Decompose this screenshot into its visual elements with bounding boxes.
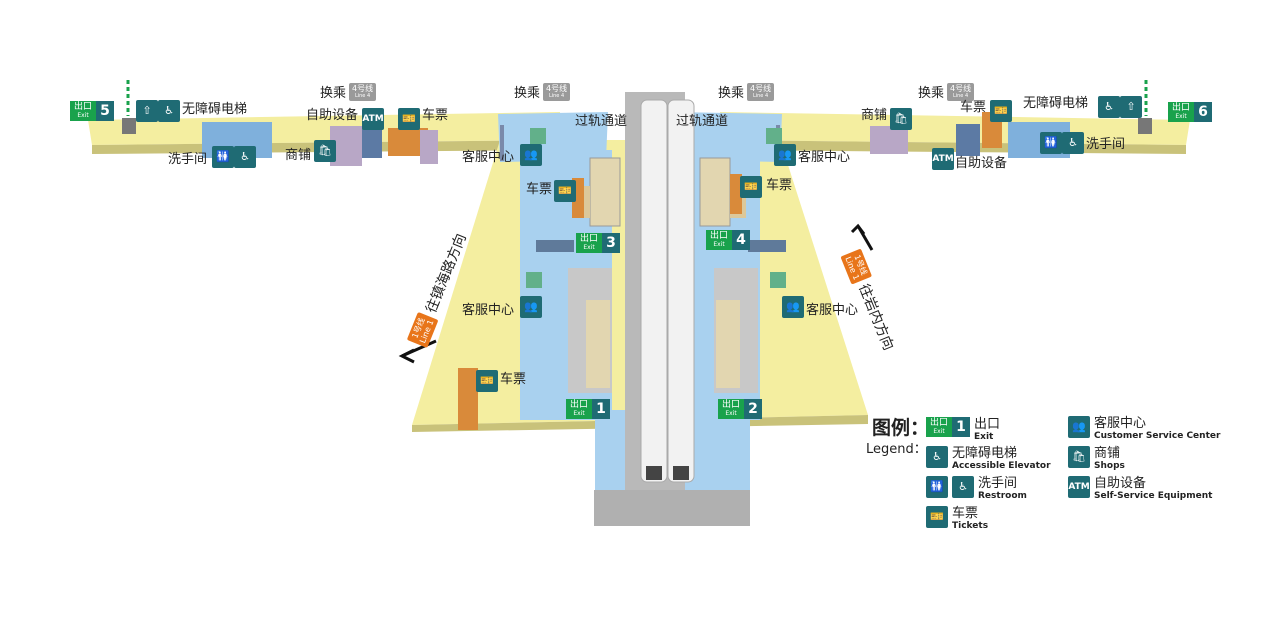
- customer-service-icon-w: 👥: [520, 296, 542, 318]
- track-bed-base: [594, 490, 750, 526]
- customer-service-label-nw: 客服中心: [462, 150, 515, 165]
- accessible-restroom-icon: ♿: [234, 146, 256, 168]
- tickets-label-right: 车票: [960, 100, 987, 115]
- customer-service-icon-ne: 👥: [774, 144, 796, 166]
- accessible-elevator-icon-right: ♿: [1098, 96, 1120, 118]
- tickets-label-nw: 车票: [526, 182, 553, 197]
- customer-service-icon-e: 👥: [782, 296, 804, 318]
- crossing-label-right: 过轨通道: [676, 114, 729, 129]
- legend-subtitle: Legend：: [866, 442, 927, 457]
- restroom-icon: 🚻: [212, 146, 234, 168]
- ticket-icon-nw: 🎫: [554, 180, 576, 202]
- train-right: [667, 99, 695, 483]
- accessible-elevator-label-left: 无障碍电梯: [182, 102, 248, 117]
- gate-line-left-top: [500, 125, 504, 161]
- service-booth-e: [770, 272, 786, 288]
- service-booth-nw: [530, 128, 546, 144]
- customer-service-label-w: 客服中心: [462, 303, 515, 318]
- self-service-label-left: 自助设备: [306, 108, 359, 123]
- train-left: [640, 99, 668, 483]
- exit-stair-6: [1138, 118, 1152, 134]
- legend-customer-service-icon: 👥: [1068, 416, 1090, 438]
- arrow-left-shaft: [401, 339, 437, 358]
- service-booth-w: [526, 272, 542, 288]
- ticket-block-left-2: [420, 130, 438, 164]
- elevator-icon-right: ⇧: [1120, 96, 1142, 118]
- atm-block-left: [362, 128, 382, 158]
- legend-restroom-icon: 🚻: [926, 476, 948, 498]
- ticket-icon-ne: 🎫: [740, 176, 762, 198]
- tickets-label-left: 车票: [422, 108, 449, 123]
- tickets-label-sw: 车票: [500, 372, 527, 387]
- ticket-machines-sw: [458, 368, 478, 430]
- shop-icon: 🛍: [314, 140, 336, 162]
- escalator-block-sw: [568, 268, 612, 393]
- atm-icon: ATM: [362, 108, 384, 130]
- service-booth-ne: [766, 128, 782, 144]
- legend-ticket-icon: 🎫: [926, 506, 948, 528]
- legend-atm-icon: ATM: [1068, 476, 1090, 498]
- crossing-label-left: 过轨通道: [575, 114, 628, 129]
- legend-title: 图例：: [872, 417, 930, 439]
- accessible-elevator-icon: ♿: [158, 100, 180, 122]
- shops-label-right: 商铺: [861, 108, 888, 123]
- tickets-label-ne: 车票: [766, 178, 793, 193]
- ticket-icon-sw: 🎫: [476, 370, 498, 392]
- self-service-label-right: 自助设备: [955, 156, 1008, 171]
- paid-area-right-top: [672, 112, 782, 162]
- train-right-front: [673, 466, 689, 480]
- ticket-icon-right: 🎫: [990, 100, 1012, 122]
- accessible-elevator-label-right: 无障碍电梯: [1023, 96, 1089, 111]
- train-left-front: [646, 466, 662, 480]
- atm-block-right: [956, 124, 980, 156]
- ticket-icon: 🎫: [398, 108, 420, 130]
- customer-service-label-ne: 客服中心: [798, 150, 851, 165]
- shop-icon-right: 🛍: [890, 108, 912, 130]
- restroom-icon-right: 🚻: [1040, 132, 1062, 154]
- restroom-label-left: 洗手间: [168, 152, 208, 167]
- customer-service-icon-nw: 👥: [520, 144, 542, 166]
- shops-label-left: 商铺: [285, 148, 312, 163]
- elevator-icon: ⇧: [136, 100, 158, 122]
- exit-stair-5: [122, 118, 136, 134]
- restroom-label-right: 洗手间: [1086, 137, 1126, 152]
- legend-accessible-elevator-icon: ♿: [926, 446, 948, 468]
- ticket-machines-ne: [730, 174, 742, 214]
- legend-accessible-restroom-icon: ♿: [952, 476, 974, 498]
- customer-service-label-e: 客服中心: [806, 303, 859, 318]
- escalator-block-se: [714, 268, 758, 393]
- arrow-right-shaft: [856, 225, 874, 251]
- gate-line-right-1: [748, 240, 786, 252]
- atm-icon-right: ATM: [932, 148, 954, 170]
- legend-shop-icon: 🛍: [1068, 446, 1090, 468]
- shop-block-right: [870, 126, 908, 154]
- accessible-restroom-icon-right: ♿: [1062, 132, 1084, 154]
- gate-line-left-1: [536, 240, 574, 252]
